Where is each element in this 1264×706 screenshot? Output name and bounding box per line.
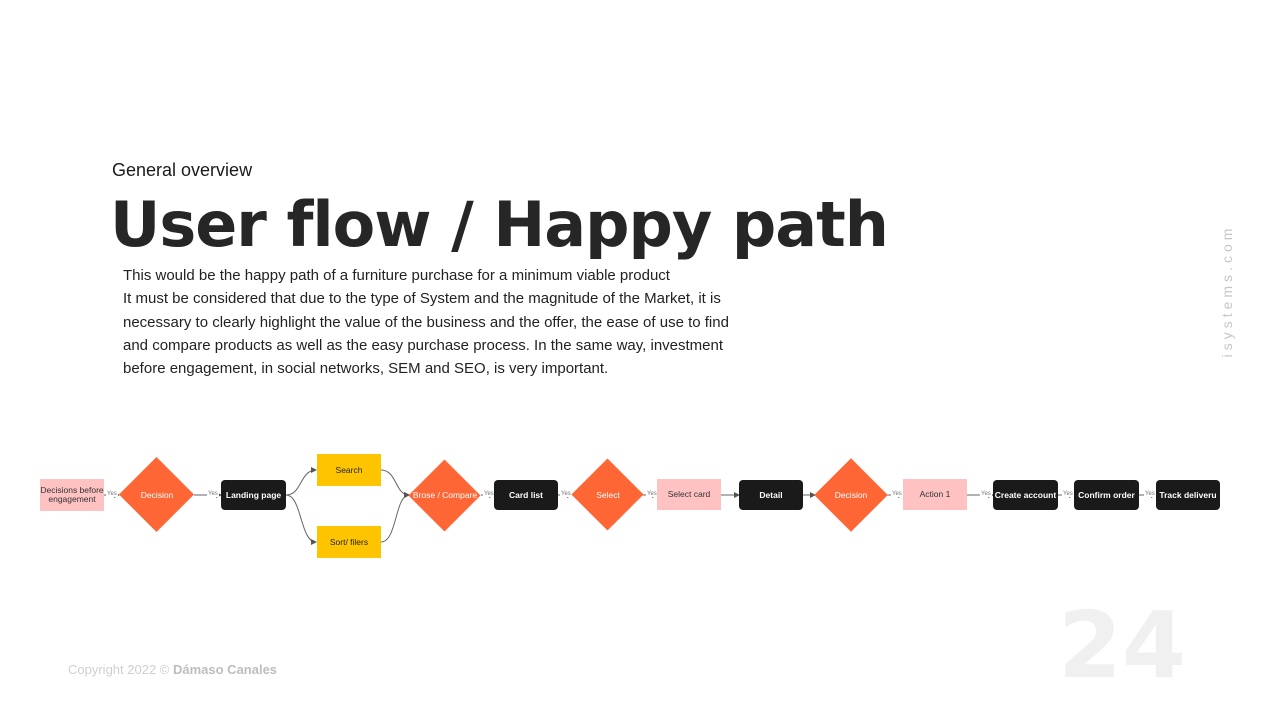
node-landing-page: Landing page	[221, 480, 286, 510]
node-select-card: Select card	[657, 479, 721, 510]
edge-label-yes: Yes	[106, 491, 118, 497]
description-line: and compare products as well as the easy…	[123, 336, 724, 354]
node-track-delivery: Track deliveru	[1156, 480, 1220, 510]
page-title: User flow / Happy path	[110, 188, 889, 261]
node-search: Search	[317, 454, 381, 486]
decision-label: Brose / Compare	[412, 489, 478, 500]
edge-label-yes: Yes	[207, 491, 219, 497]
node-action-1: Action 1	[903, 479, 967, 510]
decision-label: Decision	[140, 489, 174, 500]
node-card-list: Card list	[494, 480, 558, 510]
edge-label-yes: Yes	[891, 491, 903, 497]
page-number: 24	[1058, 592, 1187, 699]
decision-label: Decision	[834, 489, 868, 500]
node-create-account: Create account	[993, 480, 1058, 510]
edge-label-yes: Yes	[1062, 491, 1074, 497]
node-detail: Detail	[739, 480, 803, 510]
copyright-prefix: Copyright 2022 ©	[68, 662, 170, 677]
description-line: before engagement, in social networks, S…	[123, 360, 609, 378]
edge-label-yes: Yes	[646, 491, 658, 497]
decision-label: Select	[596, 489, 620, 500]
description-line: necessary to clearly highlight the value…	[123, 313, 729, 331]
edge-label-yes: Yes	[980, 491, 992, 497]
author-name: Dámaso Canales	[172, 662, 278, 677]
edge-label-yes: Yes	[483, 491, 495, 497]
edge-label-yes: Yes	[1144, 491, 1156, 497]
node-confirm-order: Confirm order	[1074, 480, 1139, 510]
page-subtitle: General overview	[112, 160, 253, 180]
description-line: It must be considered that due to the ty…	[123, 290, 721, 308]
edge-label-yes: Yes	[560, 491, 572, 497]
node-decisions-before-engagement: Decisions before engagement	[40, 479, 104, 511]
copyright: Copyright 2022 © Dámaso Canales	[68, 662, 277, 677]
description: This would be the happy path of a furnit…	[123, 264, 763, 380]
description-line: This would be the happy path of a furnit…	[123, 267, 670, 284]
node-sort-filters: Sort/ filers	[317, 526, 381, 558]
